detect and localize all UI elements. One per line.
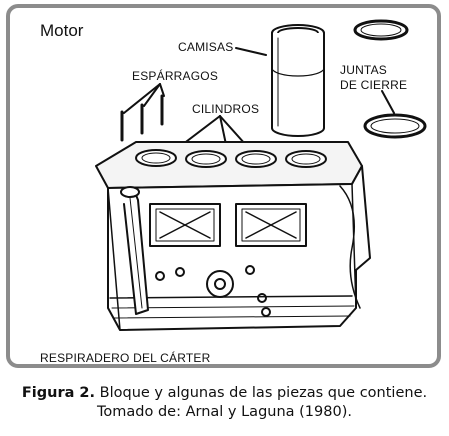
label-cilindros: CILINDROS: [192, 102, 260, 116]
figure-label: Figura 2.: [21, 385, 96, 401]
label-juntas-line2: DE CIERRE: [340, 78, 408, 92]
sealing-ring-bottom: [363, 113, 427, 139]
engine-block-illustration: [95, 19, 427, 331]
caption-line-2: Tomado de: Arnal y Laguna (1980).: [97, 404, 352, 420]
block-top-deck: [95, 141, 363, 189]
leader-esparragos-1: [123, 83, 161, 114]
crankcase-breather: [120, 186, 149, 315]
side-plate-right: [235, 203, 307, 247]
diagram-title: Motor: [40, 21, 84, 40]
leader-esparragos-2: [143, 83, 161, 107]
cylinder-bores: [135, 149, 327, 168]
figure-caption: Figura 2. Bloque y algunas de las piezas…: [0, 384, 449, 422]
side-plate-left: [149, 203, 221, 247]
label-respiradero: RESPIRADERO DEL CÁRTER: [40, 351, 211, 365]
caption-line-1: Figura 2. Bloque y algunas de las piezas…: [0, 384, 449, 403]
caption-text-1: Bloque y algunas de las piezas que conti…: [99, 385, 428, 401]
leader-esparragos-3: [159, 83, 165, 97]
distributor-mount: [155, 265, 271, 317]
label-esparragos: ESPÁRRAGOS: [132, 69, 219, 83]
label-camisas: CAMISAS: [178, 40, 234, 54]
leader-camisas: [235, 47, 267, 56]
figure-frame: Motor CAMISAS ESPÁRRAGOS CILINDROS JUNTA…: [6, 4, 441, 368]
studs: [120, 94, 164, 142]
leader-juntas: [381, 90, 395, 114]
label-juntas-line1: JUNTAS: [340, 63, 387, 77]
sealing-ring-top: [353, 19, 409, 41]
cylinder-liner: [271, 24, 325, 137]
block-right-end: [339, 185, 361, 309]
